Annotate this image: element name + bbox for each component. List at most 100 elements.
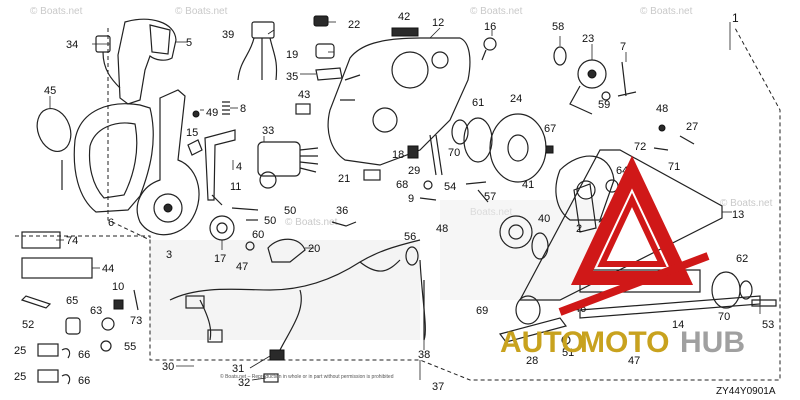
logo-text-auto: AUTO — [500, 326, 584, 359]
part-20-cam — [267, 238, 306, 263]
part-55-washer — [100, 340, 112, 352]
watermark-text: © Boats.net — [470, 6, 523, 17]
watermark-text: © Boats.net — [30, 6, 83, 17]
wiring-harness — [169, 239, 426, 383]
callout-39: 39 — [222, 29, 234, 41]
part-9-screw — [419, 197, 437, 201]
part-23-gear — [569, 59, 607, 115]
watermark-text: © Boats.net — [175, 6, 228, 17]
part-16-bolt — [481, 37, 497, 61]
callout-43: 43 — [298, 89, 310, 101]
callout-62: 62 — [736, 253, 748, 265]
part-73-bolt — [133, 289, 139, 311]
callout-44: 44 — [102, 263, 114, 275]
part-43-tag — [295, 103, 311, 115]
part-27-pin — [679, 135, 695, 145]
callout-28: 28 — [526, 355, 538, 367]
callout-7: 7 — [620, 41, 626, 53]
part-19-grommet — [315, 43, 335, 59]
part-50-pin — [231, 207, 259, 221]
part-44-label — [21, 257, 93, 279]
callout-16: 16 — [484, 21, 496, 33]
part-63-washer — [101, 317, 115, 331]
part-28-plate — [498, 317, 568, 343]
callout-29: 29 — [408, 165, 420, 177]
callout-54: 54 — [444, 181, 456, 193]
part-39-connector — [237, 21, 278, 81]
part-72-clip — [653, 147, 669, 151]
watermark-text: © Boats.net — [285, 217, 338, 228]
part-61-ring — [463, 117, 493, 163]
callout-24: 24 — [510, 93, 522, 105]
callout-42: 42 — [398, 11, 410, 23]
callout-70b: 70 — [718, 311, 730, 323]
callout-30: 30 — [162, 361, 174, 373]
part-42-label — [391, 27, 419, 37]
part-2-arm — [573, 183, 597, 233]
part-11-pin — [211, 194, 223, 206]
part-58-bearing — [553, 46, 567, 66]
callout-55: 55 — [124, 341, 136, 353]
part-36-spring — [331, 221, 357, 227]
callout-17: 17 — [214, 253, 226, 265]
callout-48a: 48 — [656, 103, 668, 115]
part-18-switch — [407, 145, 419, 159]
callout-50b: 50 — [264, 215, 276, 227]
callout-25b: 25 — [14, 371, 26, 383]
callout-41: 41 — [522, 179, 534, 191]
callout-68: 68 — [396, 179, 408, 191]
part-15-clip — [187, 139, 203, 156]
callout-21: 21 — [338, 173, 350, 185]
part-57-bolt — [477, 189, 489, 203]
callout-14: 14 — [672, 319, 684, 331]
callout-53: 53 — [762, 319, 774, 331]
callout-45: 45 — [44, 85, 56, 97]
callout-35: 35 — [286, 71, 298, 83]
part-51-nut — [561, 335, 571, 345]
part-3-arm — [136, 89, 200, 236]
callout-38: 38 — [418, 349, 430, 361]
logo-text-moto: MOTO — [580, 326, 669, 359]
callout-34: 34 — [66, 39, 78, 51]
part-65-spacer — [65, 317, 81, 335]
part-35-plate — [315, 67, 343, 81]
callout-5: 5 — [186, 37, 192, 49]
callout-69: 69 — [476, 305, 488, 317]
callout-8: 8 — [240, 103, 246, 115]
part-14-bar — [579, 295, 761, 319]
part-4-bracket — [204, 129, 236, 201]
part-70-seal — [451, 119, 469, 145]
callout-49: 49 — [206, 107, 218, 119]
part-22-cap — [313, 15, 329, 27]
callout-51: 51 — [562, 347, 574, 359]
part-66-clip — [61, 348, 71, 385]
callout-11: 11 — [230, 181, 241, 193]
callout-31: 31 — [232, 363, 244, 375]
callout-66b: 66 — [78, 375, 90, 387]
callout-56: 56 — [404, 231, 416, 243]
part-60-washer — [245, 241, 255, 251]
callout-72: 72 — [634, 141, 646, 153]
part-70-bushing — [711, 271, 741, 309]
callout-2: 2 — [576, 223, 582, 235]
callout-36: 36 — [336, 205, 348, 217]
part-5-lever-handle — [117, 18, 177, 105]
callout-48b: 48 — [436, 223, 448, 235]
callout-66a: 66 — [78, 349, 90, 361]
part-74-label — [21, 231, 61, 249]
callout-27: 27 — [686, 121, 698, 133]
part-56-bearing — [405, 246, 419, 266]
callout-67: 67 — [544, 123, 556, 135]
automotohub-logo: AUTO MOTO HUB — [500, 155, 745, 359]
part-45-o-ring — [36, 108, 72, 152]
part-33-ignition-switch — [257, 141, 319, 189]
callout-6: 6 — [108, 217, 114, 229]
callout-63: 63 — [90, 305, 102, 317]
part-52-bolt — [20, 295, 52, 309]
part-29-tube — [429, 134, 443, 176]
callout-47a: 47 — [236, 261, 248, 273]
leader-lines — [49, 21, 761, 381]
callout-47b: 47 — [628, 355, 640, 367]
part-6-cover — [61, 103, 154, 213]
